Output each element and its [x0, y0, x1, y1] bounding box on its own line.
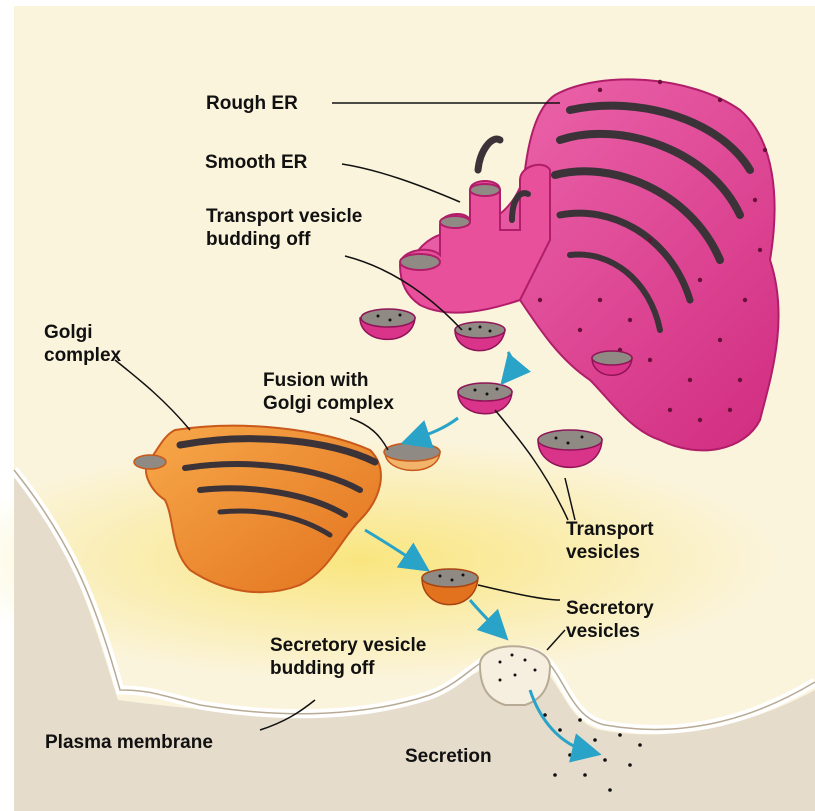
label-plasma-membrane: Plasma membrane	[45, 731, 213, 754]
label-golgi-complex: Golgi complex	[44, 321, 121, 367]
label-secretory-vesicles: Secretory vesicles	[566, 597, 654, 643]
label-rough-er: Rough ER	[206, 92, 298, 115]
label-transport-vesicles: Transport vesicles	[566, 518, 654, 564]
label-transport-vesicle-budding-off: Transport vesicle budding off	[206, 205, 362, 251]
label-fusion-with-golgi-complex: Fusion with Golgi complex	[263, 369, 394, 415]
label-secretion: Secretion	[405, 745, 492, 768]
label-smooth-er: Smooth ER	[205, 151, 307, 174]
label-secretory-vesicle-budding-off: Secretory vesicle budding off	[270, 634, 426, 680]
